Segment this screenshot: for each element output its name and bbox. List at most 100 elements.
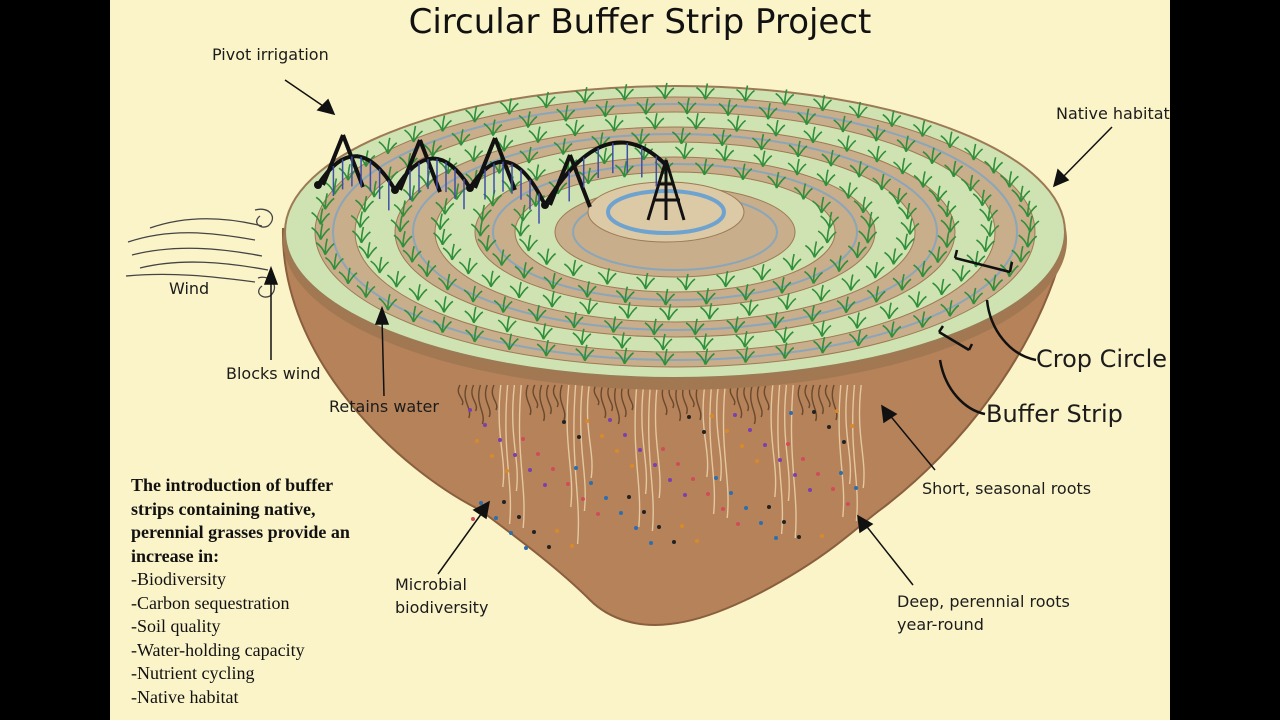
grass-plant bbox=[1020, 215, 1040, 233]
grass-plant bbox=[659, 303, 679, 321]
grass-plant bbox=[402, 185, 422, 202]
grass-plant bbox=[434, 296, 454, 313]
grass-plant bbox=[726, 316, 746, 334]
root-strand bbox=[573, 384, 580, 545]
grass-blade bbox=[816, 169, 836, 187]
grass-blade bbox=[513, 204, 533, 222]
grass-blade bbox=[913, 171, 933, 188]
grass-blade bbox=[564, 311, 584, 329]
grass-plant bbox=[465, 325, 485, 343]
microbe-dot bbox=[801, 457, 805, 461]
grass-plant bbox=[695, 348, 715, 366]
grass-blade bbox=[603, 316, 623, 333]
grass-plant bbox=[518, 111, 538, 128]
grass-plant bbox=[976, 235, 995, 253]
grass-blade bbox=[509, 281, 529, 299]
grass-blade bbox=[882, 110, 902, 128]
grass-blade bbox=[849, 161, 869, 178]
grass-blade bbox=[685, 318, 705, 336]
grass-blade bbox=[463, 285, 483, 303]
grass-plant bbox=[577, 281, 597, 298]
grass-plant bbox=[433, 115, 452, 132]
microbe-dot bbox=[808, 488, 812, 492]
grass-blade bbox=[604, 115, 624, 132]
grass-plant bbox=[718, 99, 738, 117]
root-strand bbox=[559, 384, 566, 421]
root-strand bbox=[722, 384, 729, 519]
benefit-item: Soil quality bbox=[131, 615, 371, 639]
grass-plant bbox=[833, 115, 853, 133]
grass-blade bbox=[537, 248, 557, 266]
grass-blade bbox=[536, 91, 556, 109]
grass-plant bbox=[631, 128, 650, 146]
grass-plant bbox=[866, 124, 886, 142]
grass-blade bbox=[775, 89, 795, 106]
grass-blade bbox=[733, 163, 753, 181]
grass-plant bbox=[311, 208, 331, 225]
root-strand bbox=[614, 384, 620, 425]
grass-plant bbox=[536, 339, 556, 357]
grass-plant bbox=[820, 211, 840, 229]
root-strand bbox=[702, 384, 709, 478]
grass-plant bbox=[595, 100, 615, 118]
microbe-dot bbox=[827, 425, 831, 429]
grass-plant bbox=[463, 285, 483, 303]
grass-plant bbox=[813, 94, 832, 112]
grass-blade bbox=[866, 124, 886, 142]
grass-plant bbox=[438, 273, 457, 291]
grass-blade bbox=[860, 211, 880, 229]
microbe-dot bbox=[842, 440, 846, 444]
grass-blade bbox=[812, 196, 831, 214]
microbe-dot bbox=[574, 466, 578, 470]
grass-plant bbox=[774, 326, 794, 344]
microbe-dot bbox=[672, 540, 676, 544]
grass-plant bbox=[350, 211, 370, 228]
grass-plant bbox=[564, 311, 584, 329]
microbe-dot bbox=[524, 546, 528, 550]
grass-plant bbox=[804, 267, 823, 284]
grass-plant bbox=[865, 261, 885, 279]
microbe-dot bbox=[797, 535, 801, 539]
grass-plant bbox=[615, 84, 634, 101]
root-strand bbox=[824, 384, 831, 408]
root-strand bbox=[586, 384, 593, 479]
root-strand bbox=[566, 384, 573, 508]
grass-plant bbox=[922, 147, 942, 165]
grass-blade bbox=[895, 233, 915, 251]
grass-blade bbox=[718, 99, 738, 117]
microbe-dot bbox=[638, 448, 642, 452]
grass-plant bbox=[892, 274, 912, 291]
grass-plant bbox=[483, 119, 503, 137]
root-strand bbox=[709, 384, 716, 515]
grass-blade bbox=[712, 129, 732, 147]
grass-blade bbox=[597, 268, 617, 285]
grass-plant bbox=[872, 173, 892, 191]
grass-plant bbox=[417, 260, 437, 278]
grass-plant bbox=[655, 348, 675, 366]
grass-blade bbox=[847, 312, 867, 329]
microbe-dot bbox=[619, 511, 623, 515]
microbe-dot bbox=[521, 437, 525, 441]
grass-blade bbox=[1018, 231, 1038, 248]
label-deep-roots: Deep, perennial roots bbox=[897, 592, 1070, 611]
grass-plant bbox=[940, 216, 960, 233]
root-strand bbox=[838, 384, 845, 518]
grass-blade bbox=[907, 291, 927, 308]
grass-plant bbox=[553, 138, 573, 155]
grass-plant bbox=[519, 146, 539, 164]
grass-blade bbox=[999, 171, 1019, 188]
field-rings bbox=[314, 96, 1036, 368]
grass-blade bbox=[788, 140, 808, 158]
grass-blade bbox=[575, 344, 595, 362]
grass-blade bbox=[797, 108, 817, 126]
grass-blade bbox=[393, 200, 413, 217]
grass-blade bbox=[872, 173, 892, 191]
grass-plant bbox=[655, 82, 675, 100]
arch-wheel bbox=[541, 201, 549, 209]
grass-plant bbox=[378, 137, 398, 155]
label-wind: Wind bbox=[169, 279, 210, 298]
grass-blade bbox=[772, 277, 792, 294]
grass-blade bbox=[614, 160, 634, 178]
root-strand bbox=[498, 384, 505, 488]
microbe-dot bbox=[585, 419, 589, 423]
